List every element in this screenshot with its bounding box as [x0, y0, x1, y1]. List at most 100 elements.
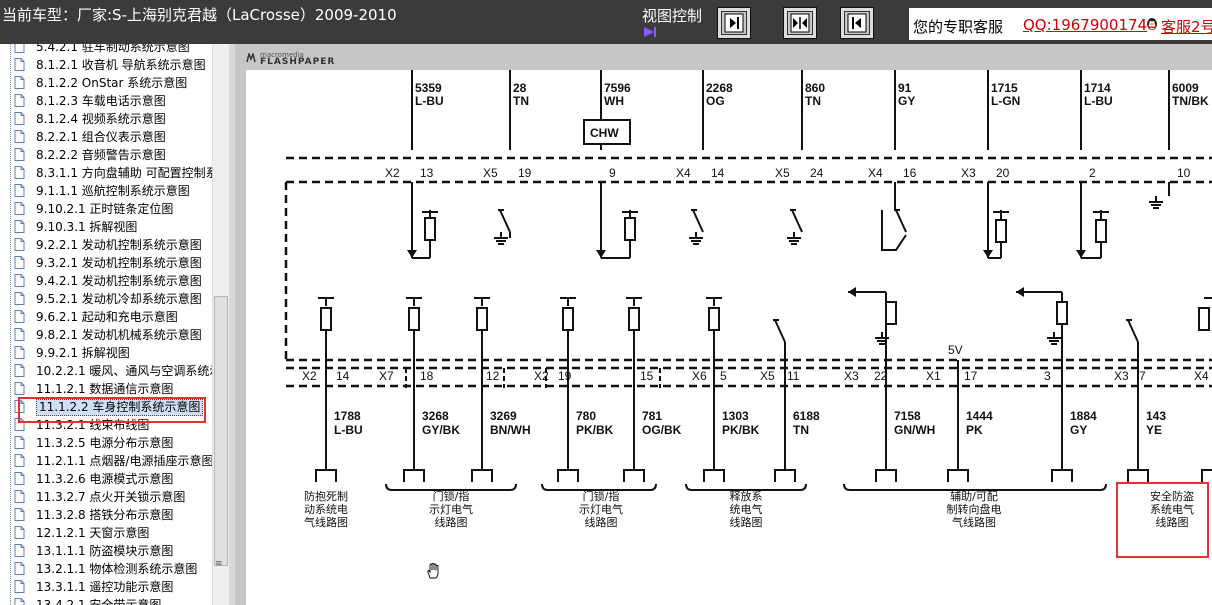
- diagram-highlight-box: [1116, 482, 1209, 558]
- pin-number: 24: [810, 166, 824, 180]
- group-brace: [385, 483, 517, 491]
- arrow-icon: [1076, 250, 1086, 258]
- tree-item[interactable]: 13.4.2.1 安全带示意图: [14, 596, 212, 605]
- pin-number: 3: [1044, 369, 1051, 383]
- wire-number: 1444: [966, 409, 993, 423]
- resistor-icon: [408, 307, 420, 331]
- wire-number: 6188: [793, 409, 820, 423]
- tree-item-label: 9.10.3.1 拆解视图: [36, 220, 138, 234]
- resistor-icon: [1095, 219, 1107, 243]
- document-icon: [14, 436, 25, 449]
- circuit-label: 线路图: [585, 515, 618, 529]
- pane-splitter[interactable]: [229, 44, 235, 605]
- tree-item[interactable]: 8.2.2.2 音频警告示意图: [14, 146, 212, 164]
- resistor-icon: [320, 307, 332, 331]
- arrow-icon: [983, 250, 993, 258]
- tree-item[interactable]: 9.8.2.1 发动机机械系统示意图: [14, 326, 212, 344]
- tree-item[interactable]: 13.2.1.1 物体检测系统示意图: [14, 560, 212, 578]
- resistor-icon: [995, 219, 1007, 243]
- pin-number: 16: [903, 166, 917, 180]
- tree-item[interactable]: 8.1.2.4 视频系统示意图: [14, 110, 212, 128]
- tree-item[interactable]: 9.3.2.1 发动机控制系统示意图: [14, 254, 212, 272]
- qq-link[interactable]: QQ:1967900174: [1023, 16, 1148, 34]
- circuit-label: 线路图: [435, 515, 468, 529]
- tree-item[interactable]: 9.6.2.1 起动和充电示意图: [14, 308, 212, 326]
- tree-item[interactable]: 13.3.1.1 遥控功能示意图: [14, 578, 212, 596]
- connector-id: X5: [483, 166, 498, 180]
- document-icon: [14, 44, 25, 53]
- tree-item[interactable]: 9.10.2.1 正时链条定位图: [14, 200, 212, 218]
- tree-item[interactable]: 8.1.2.2 OnStar 系统示意图: [14, 74, 212, 92]
- connector-box: [403, 469, 425, 482]
- tree-item-label: 11.3.2.6 电源模式示意图: [36, 472, 174, 486]
- tree-item[interactable]: 11.3.2.5 电源分布示意图: [14, 434, 212, 452]
- tree-item[interactable]: 11.1.2.1 数据通信示意图: [14, 380, 212, 398]
- tree-item-label: 9.4.2.1 发动机控制系统示意图: [36, 274, 202, 288]
- tree-item[interactable]: 11.1.2.2 车身控制系统示意图: [14, 398, 212, 416]
- tree-item[interactable]: 13.1.1.1 防盗模块示意图: [14, 542, 212, 560]
- pin-number: 2: [1089, 166, 1096, 180]
- wire-number: 3268: [422, 409, 449, 423]
- switch-icon: [499, 209, 511, 233]
- wire-color: L-BU: [334, 423, 363, 437]
- document-icon: [14, 76, 25, 89]
- tree-item[interactable]: 9.1.1.1 巡航控制系统示意图: [14, 182, 212, 200]
- connector-box: [1201, 469, 1212, 482]
- pin-number: 14: [336, 369, 350, 383]
- tree-item[interactable]: 9.2.2.1 发动机控制系统示意图: [14, 236, 212, 254]
- document-icon: [14, 454, 25, 467]
- scrollbar-thumb[interactable]: [214, 296, 228, 566]
- connector-id: X3: [1114, 369, 1129, 383]
- tree-item[interactable]: 8.3.1.1 方向盘辅助 可配置控制系统: [14, 164, 212, 182]
- document-icon: [14, 328, 25, 341]
- wire-number: 2268: [706, 81, 733, 95]
- tree-item[interactable]: 9.5.2.1 发动机冷却系统示意图: [14, 290, 212, 308]
- tree-item[interactable]: 8.1.2.3 车载电话示意图: [14, 92, 212, 110]
- tree-line: [10, 44, 12, 605]
- tree-item[interactable]: 8.1.2.1 收音机 导航系统示意图: [14, 56, 212, 74]
- circuit-label: 动系统电: [304, 503, 348, 516]
- tree-item[interactable]: 5.4.2.1 驻车制动系统示意图: [14, 44, 212, 56]
- document-icon: [14, 94, 25, 107]
- tree-item[interactable]: 11.3.2.6 电源模式示意图: [14, 470, 212, 488]
- fit-page-button[interactable]: [783, 7, 817, 39]
- pin-number: 18: [420, 369, 434, 383]
- tree-item-label: 9.9.2.1 拆解视图: [36, 346, 130, 360]
- fit-width-button[interactable]: [717, 7, 751, 39]
- document-icon: [14, 580, 25, 593]
- wire-color: OG/BK: [642, 423, 682, 437]
- macromedia-logo-icon: [246, 53, 256, 63]
- connector-id: X4: [676, 166, 691, 180]
- connector-box: [623, 469, 645, 482]
- tree-item[interactable]: 9.10.3.1 拆解视图: [14, 218, 212, 236]
- connector-box: [774, 469, 796, 482]
- tree-item[interactable]: 8.2.2.1 组合仪表示意图: [14, 128, 212, 146]
- tree-item-label: 11.3.2.7 点火开关锁示意图: [36, 490, 186, 504]
- connector-box: [703, 469, 725, 482]
- tree-item[interactable]: 11.2.1.1 点烟器/电源插座示意图: [14, 452, 212, 470]
- pin-number: 9: [609, 166, 616, 180]
- wire-color: GN/WH: [894, 423, 935, 437]
- sidebar-scrollbar[interactable]: ≡: [212, 44, 230, 605]
- tree-item-label: 8.3.1.1 方向盘辅助 可配置控制系统: [36, 166, 212, 180]
- tree-item[interactable]: 9.4.2.1 发动机控制系统示意图: [14, 272, 212, 290]
- tree-item[interactable]: 9.9.2.1 拆解视图: [14, 344, 212, 362]
- actual-size-button[interactable]: [840, 7, 874, 39]
- tree-item[interactable]: 10.2.2.1 暖风、通风与空调系统示意图: [14, 362, 212, 380]
- resistor-icon: [562, 307, 574, 331]
- connector-id: X3: [844, 369, 859, 383]
- tree-item[interactable]: 11.3.2.8 搭铁分布示意图: [14, 506, 212, 524]
- resistor-icon: [708, 307, 720, 331]
- document-icon: [14, 598, 25, 605]
- document-icon: [14, 310, 25, 323]
- wire-color: TN: [513, 94, 529, 108]
- tree-item[interactable]: 12.1.2.1 天窗示意图: [14, 524, 212, 542]
- wire-number: 781: [642, 409, 662, 423]
- pin-number: 11: [787, 369, 800, 383]
- tree-item[interactable]: 11.3.2.7 点火开关锁示意图: [14, 488, 212, 506]
- wire-number: 1884: [1070, 409, 1097, 423]
- sidebar-highlight-box: [18, 397, 206, 423]
- arrow-right-bar-icon: [724, 13, 744, 33]
- service2-link[interactable]: 客服2号: [1161, 18, 1212, 36]
- circuit-label: 气线路图: [304, 515, 348, 529]
